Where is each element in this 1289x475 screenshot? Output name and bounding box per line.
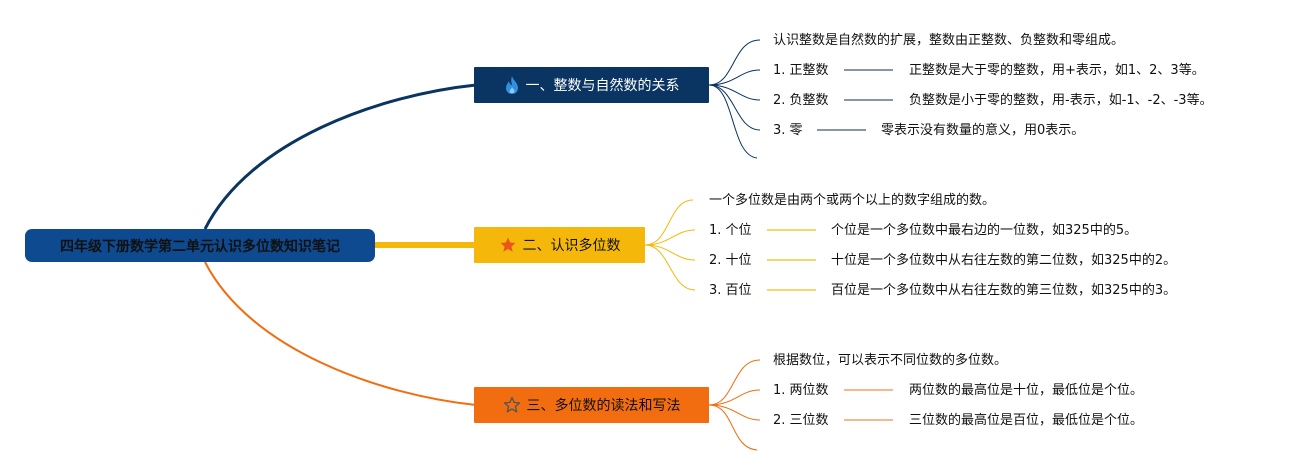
topic-recognize-multi-digit[interactable]: 二、认识多位数 [474, 227, 645, 263]
branch2-item1-label[interactable]: 1. 个位 [709, 223, 752, 238]
branch3-item2-label[interactable]: 2. 三位数 [773, 413, 829, 428]
branch1-line-intro [708, 39, 761, 86]
branch1-intro[interactable]: 认识整数是自然数的扩展，整数由正整数、负整数和零组成。 [773, 33, 1125, 48]
branch3-line-intro [708, 359, 761, 406]
branch1-line-item1 [708, 69, 761, 86]
topic-1-title: 一、整数与自然数的关系 [525, 78, 680, 94]
topic-integers-and-naturals[interactable]: 一、整数与自然数的关系 [474, 67, 709, 103]
branch2-item1-detail[interactable]: 个位是一个多位数中最右边的一位数，如325中的5。 [831, 223, 1138, 238]
branch1-item2-detail[interactable]: 负整数是小于零的整数，用-表示，如-1、-2、-3等。 [909, 93, 1213, 108]
topic-2-title: 二、认识多位数 [522, 238, 621, 254]
branch1-line-item4 [708, 84, 758, 159]
branch2-line-item1 [644, 229, 696, 246]
branch2-item2-label[interactable]: 2. 十位 [709, 253, 752, 268]
branch3-item1-label[interactable]: 1. 两位数 [773, 383, 829, 398]
branch3-line-item2 [708, 404, 761, 421]
branch3-line-item3 [708, 404, 758, 451]
branch2-item3-label[interactable]: 3. 百位 [709, 283, 752, 298]
branch1-item1-label[interactable]: 1. 正整数 [773, 63, 829, 78]
branch3-line-item1 [708, 389, 761, 406]
star-outline-icon [503, 396, 521, 414]
branch1-item3-label[interactable]: 3. 零 [773, 123, 803, 138]
branch1-item3-detail[interactable]: 零表示没有数量的意义，用0表示。 [881, 123, 1085, 138]
branch2-line-item2 [644, 244, 696, 261]
branch1-line-item3 [708, 84, 761, 131]
branch2-intro[interactable]: 一个多位数是由两个或两个以上的数字组成的数。 [709, 193, 996, 208]
branch2-item2-detail[interactable]: 十位是一个多位数中从右往左数的第二位数，如325中的2。 [831, 253, 1177, 268]
branch3-intro[interactable]: 根据数位，可以表示不同位数的多位数。 [773, 353, 1008, 368]
central-topic-text: 四年级下册数学第二单元认识多位数知识笔记 [60, 238, 340, 255]
branch1-item1-detail[interactable]: 正整数是大于零的整数，用+表示，如1、2、3等。 [909, 63, 1205, 78]
branch2-line-item3 [644, 244, 696, 291]
topic-3-title: 三、多位数的读法和写法 [526, 398, 681, 414]
branch2-item3-detail[interactable]: 百位是一个多位数中从右往左数的第三位数，如325中的3。 [831, 283, 1177, 298]
central-topic[interactable]: 四年级下册数学第二单元认识多位数知识笔记 [25, 229, 375, 262]
branch1-item2-label[interactable]: 2. 负整数 [773, 93, 829, 108]
branch3-item2-detail[interactable]: 三位数的最高位是百位，最低位是个位。 [909, 413, 1144, 428]
trunk-line-3 [204, 261, 477, 406]
flame-icon [504, 75, 520, 95]
trunk-line-1 [203, 83, 477, 230]
topic-reading-writing[interactable]: 三、多位数的读法和写法 [474, 387, 709, 423]
branch2-line-intro [644, 199, 694, 246]
star-icon [499, 236, 517, 254]
branch3-item1-detail[interactable]: 两位数的最高位是十位，最低位是个位。 [909, 383, 1144, 398]
